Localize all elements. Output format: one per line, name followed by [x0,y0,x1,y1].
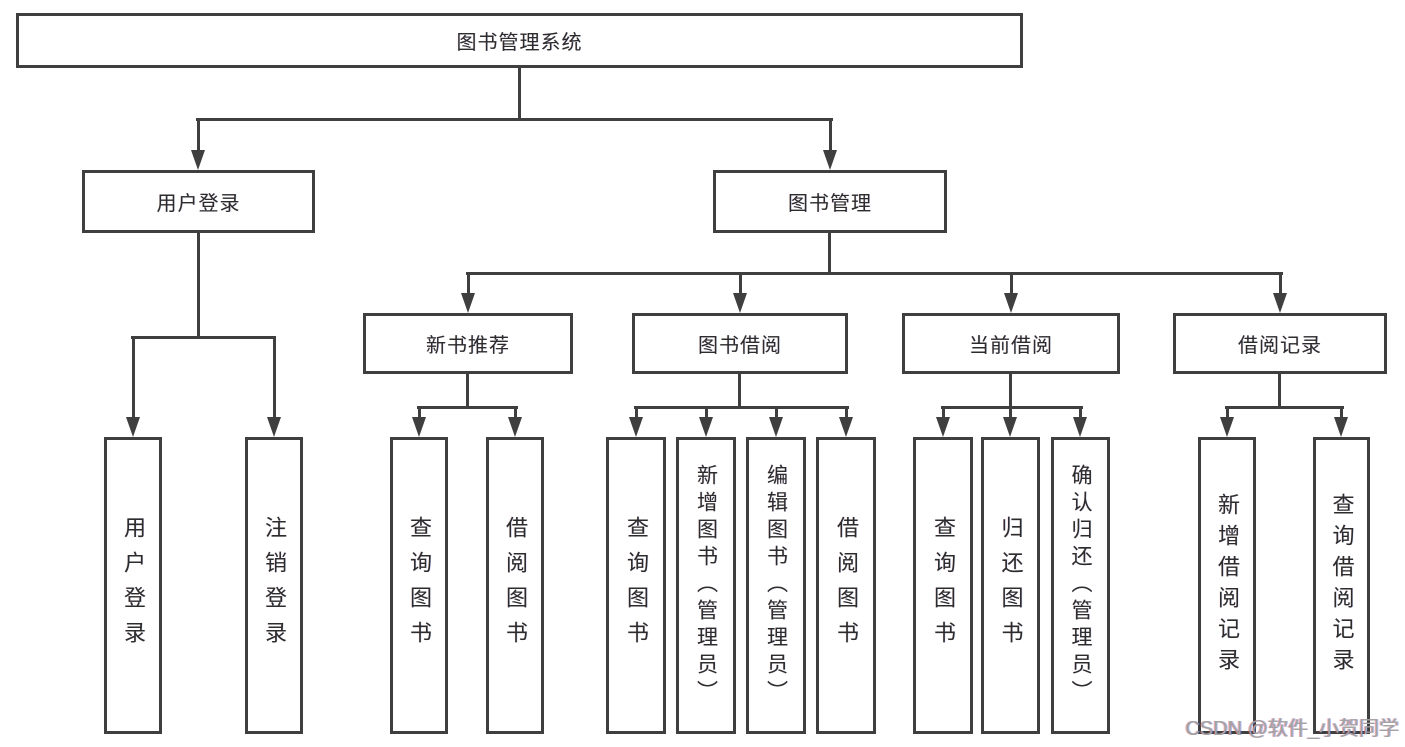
leaf-label: 归还图书 [998,515,1024,656]
stem-current-borrow [1009,374,1012,409]
leaf-query-borrow-record: 查询借阅记录 [1313,437,1370,734]
arrow-down-icon [461,272,475,313]
branch-current-borrow [941,406,1083,409]
leaf-label: 用户登录 [121,515,146,656]
arrow-down-icon [1004,272,1018,313]
leaf-add-books-admin: 新增图书（管理员） [676,437,736,734]
branch-new-book-recommend [417,406,518,409]
leaf-confirm-return-admin: 确认归还（管理员） [1051,437,1110,734]
leaf-borrow-books: 借阅图书 [816,437,876,734]
leaf-logout: 注销登录 [245,437,303,734]
arrow-down-icon [412,406,426,437]
stem-borrow-records [1278,374,1281,409]
branch-borrow-records [1225,406,1344,409]
arrow-down-icon [823,118,837,170]
leaf-label: 借阅图书 [503,515,528,656]
node-label: 借阅记录 [1238,335,1322,357]
arrow-down-icon [1003,406,1017,437]
arrow-down-icon [267,336,281,437]
arrow-down-icon [769,406,783,437]
node-new-book-recommend: 新书推荐 [363,313,573,374]
node-user-login: 用户登录 [82,170,315,233]
leaf-add-borrow-record: 新增借阅记录 [1198,437,1256,734]
node-label: 当前借阅 [969,335,1053,357]
node-current-borrow: 当前借阅 [902,313,1120,374]
branch-book-management [466,272,1283,275]
leaf-label: 查询图书 [624,515,649,656]
leaf-user-login: 用户登录 [104,437,162,734]
node-borrow-records: 借阅记录 [1173,313,1387,374]
arrow-down-icon [1334,406,1348,437]
arrow-down-icon [126,336,140,437]
node-label: 用户登录 [156,193,241,215]
leaf-label: 查询图书 [407,515,432,656]
branch-book-borrow [634,406,849,409]
leaf-label: 新增借阅记录 [1215,492,1240,679]
leaf-label: 注销登录 [262,515,287,656]
node-book-management: 图书管理 [713,170,947,233]
branch-user-login [131,336,276,339]
leaf-label: 查询图书 [931,515,956,656]
stem-book-borrow [738,374,741,409]
arrow-down-icon [733,272,747,313]
leaf-label: 确认归还（管理员） [1069,464,1092,707]
leaf-return-books: 归还图书 [981,437,1040,734]
node-book-borrow: 图书借阅 [632,313,848,374]
node-label: 图书借阅 [698,335,782,357]
stem-root [518,68,521,121]
node-label: 图书管理 [788,193,872,215]
csdn-watermark: CSDN @软件_小贺同学 [1185,718,1399,740]
node-system-root: 图书管理系统 [16,13,1023,68]
stem-new-book-recommend [466,374,469,409]
leaf-edit-books-admin: 编辑图书（管理员） [746,437,806,734]
arrow-down-icon [508,406,522,437]
stem-user-login [197,233,200,339]
arrow-down-icon [936,406,950,437]
arrow-down-icon [1073,406,1087,437]
branch-root [196,118,833,121]
arrow-down-icon [1273,272,1287,313]
leaf-query-books-current: 查询图书 [913,437,973,734]
node-label: 图书管理系统 [456,32,583,54]
node-label: 新书推荐 [426,335,510,357]
stem-book-management [828,233,831,275]
leaf-query-books-borrow: 查询图书 [606,437,666,734]
arrow-down-icon [839,406,853,437]
arrow-down-icon [629,406,643,437]
leaf-borrow-books-recommend: 借阅图书 [486,437,544,734]
leaf-query-books-recommend: 查询图书 [390,437,448,734]
leaf-label: 新增图书（管理员） [694,464,718,707]
arrow-down-icon [1220,406,1234,437]
arrow-down-icon [699,406,713,437]
arrow-down-icon [191,118,205,170]
leaf-label: 编辑图书（管理员） [764,464,788,707]
leaf-label: 借阅图书 [834,515,859,656]
leaf-label: 查询借阅记录 [1329,492,1355,679]
